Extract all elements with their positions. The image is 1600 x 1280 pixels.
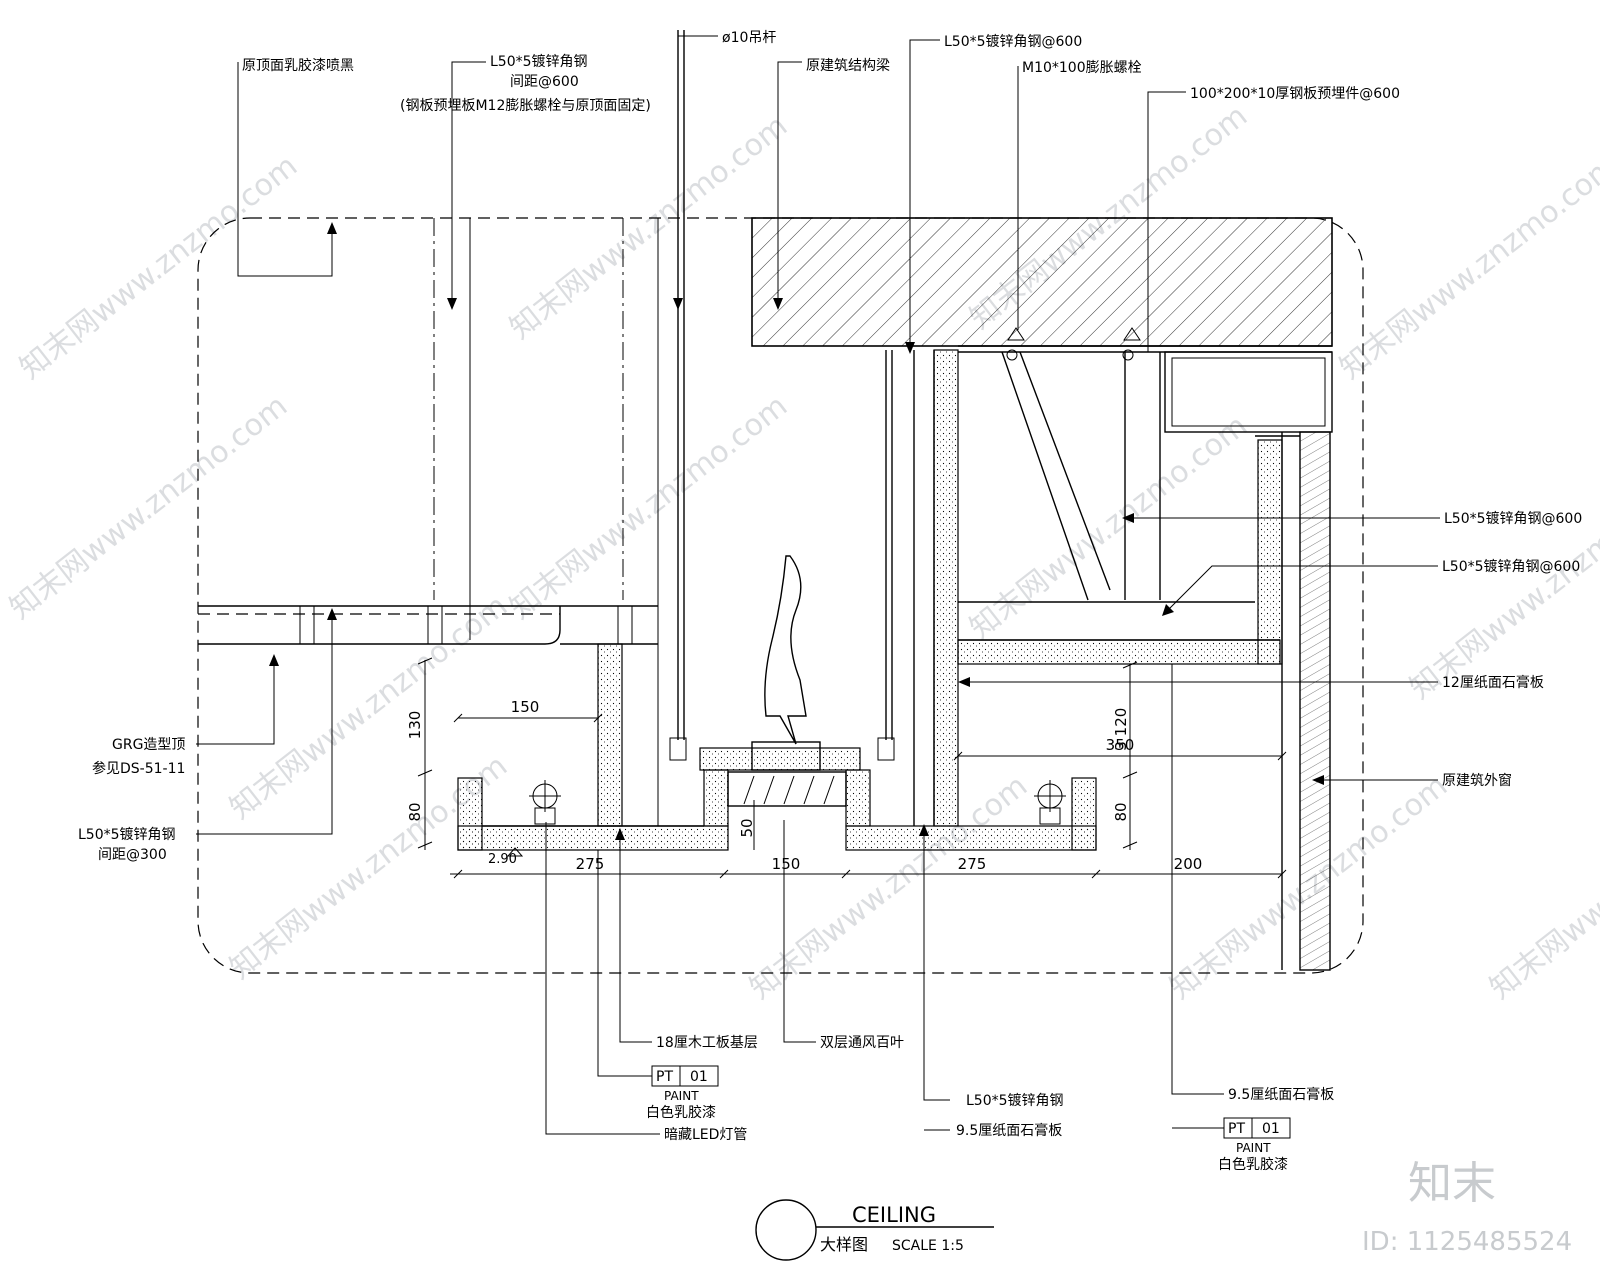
title-sub: 大样图 <box>820 1235 868 1254</box>
label-paint-pt-left: PT <box>656 1069 673 1085</box>
airflow-arrow <box>764 555 807 745</box>
dim-350: 350 <box>1106 736 1135 754</box>
label-embed-plate: 100*200*10厚钢板预埋件@600 <box>1190 86 1400 102</box>
watermark-text: 知末网www.znzmo.com <box>963 408 1254 646</box>
led-symbol-left <box>529 780 561 825</box>
label-white-paint-right: 白色乳胶漆 <box>1218 1156 1288 1173</box>
label-paint-pt-right: PT <box>1228 1121 1245 1137</box>
label-paint-word-right: PAINT <box>1236 1141 1271 1155</box>
exterior-window <box>1281 431 1331 971</box>
dim-80-left: 80 <box>406 802 424 821</box>
detail-boundary <box>197 217 1364 974</box>
label-angle-steel-line2: 间距@600 <box>510 74 579 90</box>
label-expansion-bolt: M10*100膨胀螺栓 <box>1022 59 1142 76</box>
label-gypsum-95-b: 9.5厘纸面石膏板 <box>1228 1086 1334 1103</box>
watermark-text: 知末网www.znzmo.com <box>13 148 304 386</box>
vent-box <box>669 737 895 807</box>
annotation-labels: 原顶面乳胶漆喷黑 L50*5镀锌角钢 间距@600 (钢板预埋板M12膨胀螺栓与… <box>78 30 1582 1173</box>
dim-3: 3 <box>1112 741 1130 751</box>
label-structural-beam: 原建筑结构梁 <box>806 58 890 74</box>
left-trough <box>457 643 729 851</box>
label-wood-base: 18厘木工板基层 <box>656 1034 758 1051</box>
label-gypsum-12: 12厘纸面石膏板 <box>1442 674 1544 691</box>
dim-200: 200 <box>1174 855 1203 873</box>
dim-120: 120 <box>1112 708 1130 737</box>
right-trough <box>845 349 1097 851</box>
label-angle-steel-top: L50*5镀锌角钢@600 <box>944 33 1082 50</box>
watermark-text: 知末网www.znzmo.com <box>1483 768 1600 1006</box>
dim-275-left: 275 <box>576 855 605 873</box>
label-angle-steel-line1: L50*5镀锌角钢 <box>490 53 588 70</box>
label-paint-word-left: PAINT <box>664 1089 699 1103</box>
label-gypsum-95-a: 9.5厘纸面石膏板 <box>956 1122 1062 1139</box>
leader-lines <box>196 35 1440 1139</box>
dim-130: 130 <box>406 711 424 740</box>
label-hanging-rod: ø10吊杆 <box>722 30 776 46</box>
dim-290: 2.90 <box>488 852 517 867</box>
dimensions: 130 80 150 275 150 275 200 2.90 50 120 3… <box>406 657 1287 879</box>
watermark-text: 知末网www.znzmo.com <box>503 388 794 626</box>
hanging-rod <box>677 30 893 740</box>
label-angle300-line2: 间距@300 <box>98 847 167 863</box>
label-angle-steel-line3: (钢板预埋板M12膨胀螺栓与原顶面固定) <box>400 97 651 114</box>
label-window: 原建筑外窗 <box>1442 772 1512 789</box>
watermark-text: 知末网www.znzmo.com <box>3 388 294 626</box>
grg-ceiling-band <box>198 605 658 645</box>
dim-150-top: 150 <box>511 698 540 716</box>
label-angle-bottom: L50*5镀锌角钢 <box>966 1092 1064 1109</box>
watermark-text: 知末网www.znzmo.com <box>1333 148 1600 386</box>
title-main: CEILING <box>852 1203 936 1227</box>
brand-mark: 知末 ID: 1125485524 <box>1362 1158 1572 1257</box>
label-vent: 双层通风百叶 <box>820 1035 904 1051</box>
label-angle-right-2: L50*5镀锌角钢@600 <box>1442 558 1580 575</box>
id-text: ID: 1125485524 <box>1362 1227 1572 1257</box>
led-symbol-right <box>1034 780 1066 825</box>
title-block: CEILING 大样图 SCALE 1:5 <box>755 1199 994 1261</box>
dim-80-right: 80 <box>1112 802 1130 821</box>
label-led: 暗藏LED灯管 <box>664 1127 747 1143</box>
dim-275-right: 275 <box>958 855 987 873</box>
watermark-text: 知末网www.znzmo.com <box>1403 468 1600 706</box>
watermark-text: 知末网www.znzmo.com <box>743 768 1034 1006</box>
label-paint-num-right: 01 <box>1262 1121 1280 1137</box>
structural-beam <box>751 217 1333 347</box>
label-paint-num-left: 01 <box>690 1069 708 1085</box>
watermark-text: 知末网www.znzmo.com <box>503 108 794 346</box>
label-grg-line2: 参见DS-51-11 <box>92 760 185 777</box>
brand-text: 知末 <box>1408 1158 1496 1209</box>
label-grg-line1: GRG造型顶 <box>112 737 185 753</box>
dim-50: 50 <box>738 818 756 837</box>
label-white-paint-left: 白色乳胶漆 <box>646 1104 716 1121</box>
label-top-paint: 原顶面乳胶漆喷黑 <box>242 57 354 74</box>
steel-frame-right <box>957 327 1333 665</box>
dim-150-bottom: 150 <box>772 855 801 873</box>
label-angle-right-1: L50*5镀锌角钢@600 <box>1444 510 1582 527</box>
label-angle300-line1: L50*5镀锌角钢 <box>78 826 176 843</box>
title-scale: SCALE 1:5 <box>892 1238 964 1254</box>
